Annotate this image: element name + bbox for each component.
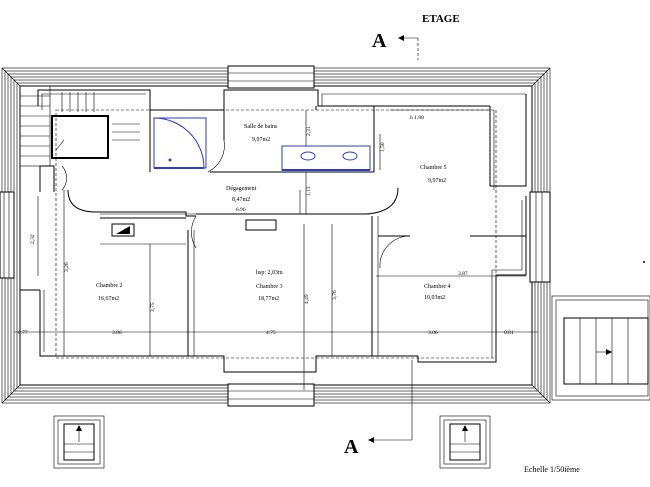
cupboard-mark-icon xyxy=(116,226,130,234)
scale-label: Echelle 1/50ième xyxy=(524,465,580,474)
room-name-degagement: Dégagement xyxy=(226,186,257,192)
room-name-chambre-4: Chambre 4 xyxy=(424,284,451,290)
dim-081: 0.81 xyxy=(504,330,514,336)
room-name-chambre-5: Chambre 5 xyxy=(420,165,447,171)
stair-void xyxy=(51,115,109,159)
dim-326: 3,26 xyxy=(64,262,70,272)
bottom-opening xyxy=(227,383,315,407)
section-marker-top: A xyxy=(372,30,387,52)
room-area-salle-de-bains: 9,97m2 xyxy=(252,137,270,143)
dim-387: 3.87 xyxy=(458,271,468,277)
interior-walls xyxy=(20,89,527,373)
doors xyxy=(61,139,411,269)
section-marker-bottom: A xyxy=(344,436,359,458)
dim-475: 4.75 xyxy=(266,330,276,336)
dim-386: 3.86 xyxy=(112,330,122,336)
dim-376: 3,76 xyxy=(332,290,338,300)
section-line-top xyxy=(398,35,419,60)
room-name-chambre-2: Chambre 2 xyxy=(96,283,123,289)
dim-077: 0.77 xyxy=(18,330,28,336)
roof-outline xyxy=(1,67,551,404)
hatch xyxy=(245,219,277,231)
shower xyxy=(153,117,207,169)
mark-dot xyxy=(643,261,645,263)
dim-696: 6.96 xyxy=(236,207,246,213)
dim-150: 1,50 xyxy=(380,142,386,152)
room-area-chambre-2: 16,67m2 xyxy=(98,296,119,302)
room-area-chambre-3: 18,77m2 xyxy=(258,296,279,302)
room-area-chambre-4: 10,03m2 xyxy=(424,295,445,301)
dim-375: 3,75 xyxy=(150,302,156,312)
room-name-chambre-3: Chambre 3 xyxy=(256,284,283,290)
room-area-degagement: 8,47m2 xyxy=(232,197,250,203)
exterior-dormer-right xyxy=(439,415,491,469)
double-vanity xyxy=(281,145,371,171)
left-window xyxy=(0,191,15,279)
room-note-chambre-3: hsp: 2,03m xyxy=(256,270,283,276)
right-window xyxy=(529,191,551,283)
section-line-bottom xyxy=(368,437,412,443)
exterior-stair-right xyxy=(551,295,650,401)
dim-232: 2,32 xyxy=(30,234,36,244)
top-opening xyxy=(227,65,315,89)
dimension-lines xyxy=(14,109,538,440)
dim-113: 1,13 xyxy=(306,186,312,196)
cupboard xyxy=(111,223,135,237)
dim-306: 3.06 xyxy=(428,330,438,336)
dim-449: 4,49 xyxy=(304,294,310,304)
exterior-dormer-left xyxy=(53,415,105,469)
dim-231: 2,31 xyxy=(306,126,312,136)
room-area-chambre-5: 9,97m2 xyxy=(428,178,446,184)
room-name-salle-de-bains: Salle de bains xyxy=(244,124,278,130)
dim-h180: h 1.80 xyxy=(410,115,424,121)
staircase xyxy=(19,85,140,167)
drawing-title: ETAGE xyxy=(422,13,460,25)
